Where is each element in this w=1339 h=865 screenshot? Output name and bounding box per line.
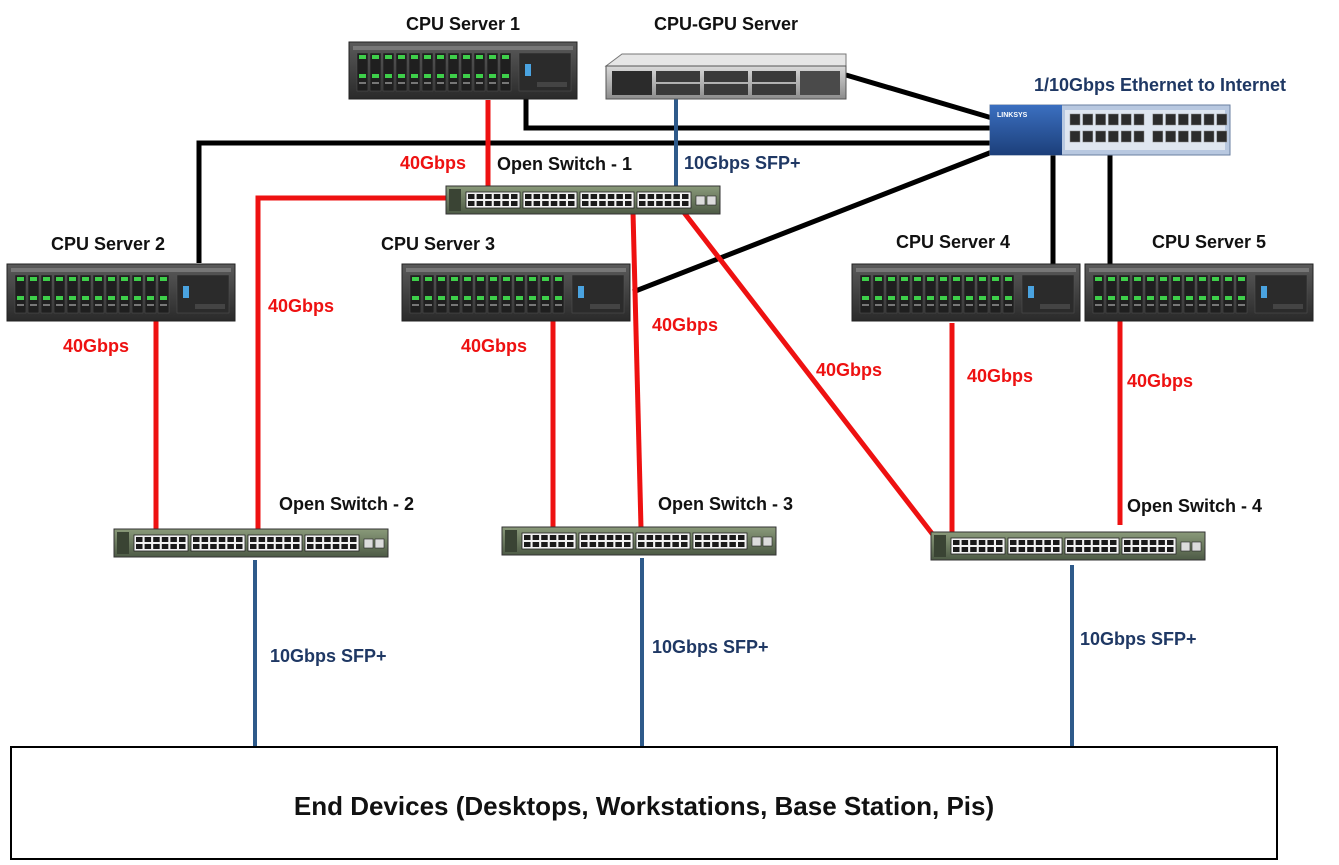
network-switch-icon xyxy=(113,528,389,558)
label-cpu-server-5: CPU Server 5 xyxy=(1152,232,1266,252)
label-link-switch3-end: 10Gbps SFP+ xyxy=(652,637,769,657)
label-link-switch4-end: 10Gbps SFP+ xyxy=(1080,629,1197,649)
open-switch-1[interactable] xyxy=(445,185,721,215)
label-link-server3-switch3: 40Gbps xyxy=(461,336,527,356)
label-open-switch-1: Open Switch - 1 xyxy=(497,154,632,174)
server-cpu-1[interactable] xyxy=(348,41,578,100)
link-switch1-switch4 xyxy=(680,208,939,542)
server-cpu-5[interactable] xyxy=(1084,263,1314,322)
label-link-gpu-switch1: 10Gbps SFP+ xyxy=(684,153,801,173)
device-labels: CPU Server 1 CPU-GPU Server 1/10Gbps Eth… xyxy=(51,14,1286,516)
link-gpu-internet xyxy=(845,72,993,121)
blade-server-icon xyxy=(604,53,847,100)
label-open-switch-4: Open Switch - 4 xyxy=(1127,496,1262,516)
label-cpu-gpu-server: CPU-GPU Server xyxy=(654,14,798,34)
server-cpu-gpu[interactable] xyxy=(604,53,847,100)
label-open-switch-2: Open Switch - 2 xyxy=(279,494,414,514)
label-cpu-server-3: CPU Server 3 xyxy=(381,234,495,254)
label-link-server5-switch4: 40Gbps xyxy=(1127,371,1193,391)
network-switch-icon xyxy=(501,526,777,556)
server-icon xyxy=(401,263,631,322)
label-cpu-server-1: CPU Server 1 xyxy=(406,14,520,34)
ethernet-links xyxy=(196,72,1113,295)
label-internet-switch: 1/10Gbps Ethernet to Internet xyxy=(1034,75,1286,95)
links-40gbps xyxy=(153,100,1123,542)
ethernet-switch-icon: LINKSYS xyxy=(989,104,1231,156)
linksys-logo: LINKSYS xyxy=(997,112,1028,119)
label-link-switch1-switch3: 40Gbps xyxy=(652,315,718,335)
internet-switch[interactable]: LINKSYS xyxy=(989,104,1231,156)
link-server3-internet xyxy=(632,149,993,295)
server-cpu-4[interactable] xyxy=(851,263,1081,322)
server-icon xyxy=(348,41,578,100)
label-open-switch-3: Open Switch - 3 xyxy=(658,494,793,514)
link-server1-internet xyxy=(523,96,992,131)
label-cpu-server-2: CPU Server 2 xyxy=(51,234,165,254)
server-cpu-2[interactable] xyxy=(6,263,236,322)
label-link-switch1-switch4: 40Gbps xyxy=(816,360,882,380)
link-server2-internet xyxy=(196,140,992,263)
end-devices-label: End Devices (Desktops, Workstations, Bas… xyxy=(294,791,994,821)
network-switch-icon xyxy=(930,531,1206,561)
server-icon xyxy=(6,263,236,322)
label-link-switch1-switch2: 40Gbps xyxy=(268,296,334,316)
links-10gbps xyxy=(253,99,1074,748)
link-labels: 40Gbps 10Gbps SFP+ 40Gbps 40Gbps 40Gbps … xyxy=(63,153,1197,666)
link-switch1-switch3 xyxy=(630,211,644,529)
label-link-server2-switch2: 40Gbps xyxy=(63,336,129,356)
open-switch-4[interactable] xyxy=(930,531,1206,561)
label-link-server1-switch1: 40Gbps xyxy=(400,153,466,173)
open-switch-2[interactable] xyxy=(113,528,389,558)
open-switch-3[interactable] xyxy=(501,526,777,556)
link-switch1-switch2 xyxy=(255,195,448,530)
label-cpu-server-4: CPU Server 4 xyxy=(896,232,1010,252)
server-icon xyxy=(1084,263,1314,322)
server-cpu-3[interactable] xyxy=(401,263,631,322)
label-link-server4-switch4: 40Gbps xyxy=(967,366,1033,386)
network-switch-icon xyxy=(445,185,721,215)
label-link-switch2-end: 10Gbps SFP+ xyxy=(270,646,387,666)
end-devices-box xyxy=(10,746,1278,860)
server-icon xyxy=(851,263,1081,322)
